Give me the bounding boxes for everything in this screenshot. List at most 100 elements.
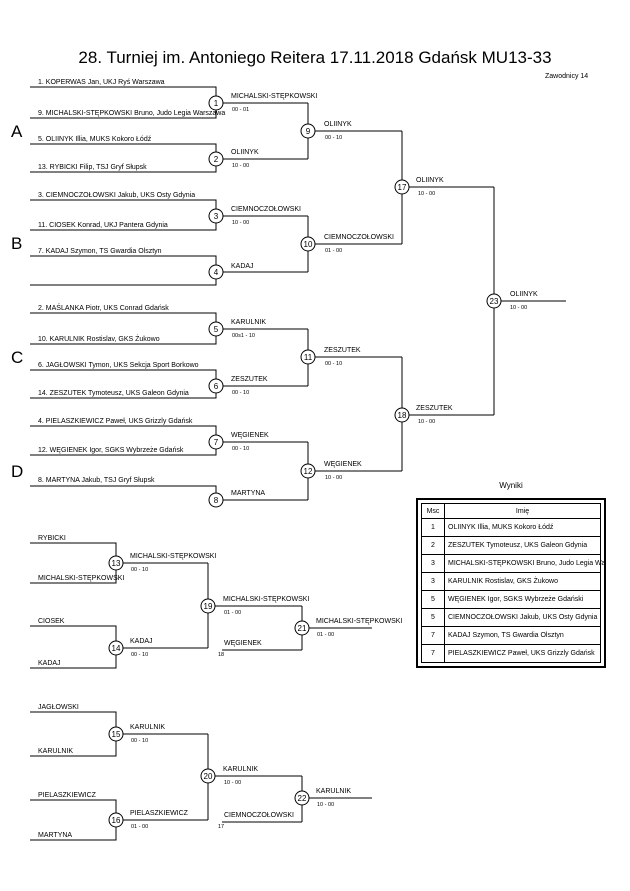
- match-circle: [486, 293, 502, 309]
- repechage-score: 10 - 00: [317, 802, 334, 808]
- match-circle: [208, 208, 224, 224]
- match-winner: WĘGIENEK: [231, 432, 269, 439]
- repechage-winner: PIELASZKIEWICZ: [130, 810, 189, 817]
- repechage-score: 00 - 10: [131, 738, 148, 744]
- match-score: 00 - 10: [232, 446, 249, 452]
- repechage-winner: KARULNIK: [130, 724, 165, 731]
- repechage-entry: KADAJ: [38, 660, 61, 667]
- entry: 1. KOPERWAS Jan, UKJ Ryś Warszawa: [38, 79, 165, 86]
- repechage-lower-name: WĘGIENEK: [224, 640, 262, 647]
- match-score: 10 - 00: [418, 191, 435, 197]
- match-number: 23: [490, 297, 499, 306]
- match-number: 8: [214, 496, 219, 505]
- group-label-b: B: [11, 234, 22, 253]
- match-winner: OLIINYK: [324, 121, 352, 128]
- match-circle: [108, 812, 124, 828]
- match-winner: MARTYNA: [231, 490, 265, 497]
- group-label-c: C: [11, 348, 23, 367]
- match-number: 10: [304, 240, 313, 249]
- entry: 7. KADAJ Szymon, TS Gwardia Olsztyn: [38, 248, 162, 255]
- match-circle: [300, 349, 316, 365]
- match-circle: [394, 179, 410, 195]
- entry: 14. ZESZUTEK Tymoteusz, UKS Galeon Gdyni…: [38, 390, 189, 397]
- match-number: 17: [398, 183, 407, 192]
- page-title: 28. Turniej im. Antoniego Reitera 17.11.…: [78, 48, 552, 67]
- match-number: 2: [214, 155, 219, 164]
- match-winner: OLIINYK: [231, 149, 259, 156]
- match-winner: KADAJ: [231, 263, 254, 270]
- repechage-winner: MICHALSKI-STĘPKOWSKI: [223, 596, 309, 603]
- match-number: 13: [112, 559, 121, 568]
- match-number: 20: [204, 772, 213, 781]
- entry: 10. KARULNIK Rostislav, GKS Żukowo: [38, 334, 160, 343]
- repechage-winner: KARULNIK: [316, 788, 351, 795]
- match-circle: [394, 407, 410, 423]
- match-score: 00 - 10: [232, 390, 249, 396]
- match-number: 5: [214, 325, 219, 334]
- match-circle: [208, 264, 224, 280]
- match-number: 4: [214, 268, 219, 277]
- match-number: 22: [298, 794, 307, 803]
- repechage-entry: PIELASZKIEWICZ: [38, 792, 97, 799]
- match-score: 10 - 00: [325, 475, 342, 481]
- match-circle: [108, 640, 124, 656]
- match-circle: [200, 598, 216, 614]
- entry: 9. MICHALSKI-STĘPKOWSKI Bruno, Judo Legi…: [38, 110, 225, 117]
- match-circle: [300, 123, 316, 139]
- match-number: 9: [306, 127, 311, 136]
- group-label-a: A: [11, 122, 23, 141]
- match-circle: [208, 434, 224, 450]
- entry: 4. PIELASZKIEWICZ Paweł, UKS Grizzly Gda…: [38, 418, 193, 425]
- entry: 3. CIEMNOCZOŁOWSKI Jakub, UKS Osty Gdyni…: [38, 192, 195, 199]
- entry: 12. WĘGIENEK Igor, SGKS Wybrzeże Gdańsk: [38, 447, 184, 454]
- repechage-entry: CIOSEK: [38, 618, 65, 625]
- results-title: Wyniki: [499, 481, 523, 490]
- repechage-entry: KARULNIK: [38, 748, 73, 755]
- match-number: 7: [214, 438, 219, 447]
- match-winner: ZESZUTEK: [416, 405, 453, 412]
- match-score: 00 - 01: [232, 107, 249, 113]
- match-circle: [208, 492, 224, 508]
- match-circle: [208, 378, 224, 394]
- match-score: 10 - 00: [232, 220, 249, 226]
- entry: 8. MARTYNA Jakub, TSJ Gryf Słupsk: [38, 477, 155, 484]
- match-winner: KARULNIK: [231, 319, 266, 326]
- match-score: 10 - 00: [232, 163, 249, 169]
- match-number: 6: [214, 382, 219, 391]
- match-circle: [200, 768, 216, 784]
- match-circle: [294, 790, 310, 806]
- match-circle: [294, 620, 310, 636]
- match-number: 15: [112, 730, 121, 739]
- repechage-entry: JAGŁOWSKI: [38, 704, 79, 711]
- match-score: 00 - 10: [325, 361, 342, 367]
- match-number: 14: [112, 644, 121, 653]
- match-circle: [300, 236, 316, 252]
- match-winner: ZESZUTEK: [324, 347, 361, 354]
- match-winner: WĘGIENEK: [324, 461, 362, 468]
- repechage-winner: KARULNIK: [223, 766, 258, 773]
- repechage-entry: MARTYNA: [38, 832, 72, 839]
- match-score: 00 - 10: [325, 135, 342, 141]
- match-winner: ZESZUTEK: [231, 376, 268, 383]
- repechage-score: 00 - 10: [131, 652, 148, 658]
- repechage-winner: KADAJ: [130, 638, 153, 645]
- match-score: 10 - 00: [418, 419, 435, 425]
- repechage-score: 00 - 10: [131, 567, 148, 573]
- repechage-winner: MICHALSKI-STĘPKOWSKI: [316, 618, 402, 625]
- match-number: 1: [214, 99, 219, 108]
- match-score: 01 - 00: [325, 248, 342, 254]
- entry: 13. RYBICKI Filip, TSJ Gryf Słupsk: [38, 164, 147, 171]
- repechage-winner: MICHALSKI-STĘPKOWSKI: [130, 553, 216, 560]
- final-score: 10 - 00: [510, 305, 527, 311]
- repechage-score: 01 - 00: [317, 632, 334, 638]
- competitors-count: Zawodnicy 14: [545, 73, 589, 80]
- match-number: 11: [304, 353, 313, 362]
- match-number: 21: [298, 624, 307, 633]
